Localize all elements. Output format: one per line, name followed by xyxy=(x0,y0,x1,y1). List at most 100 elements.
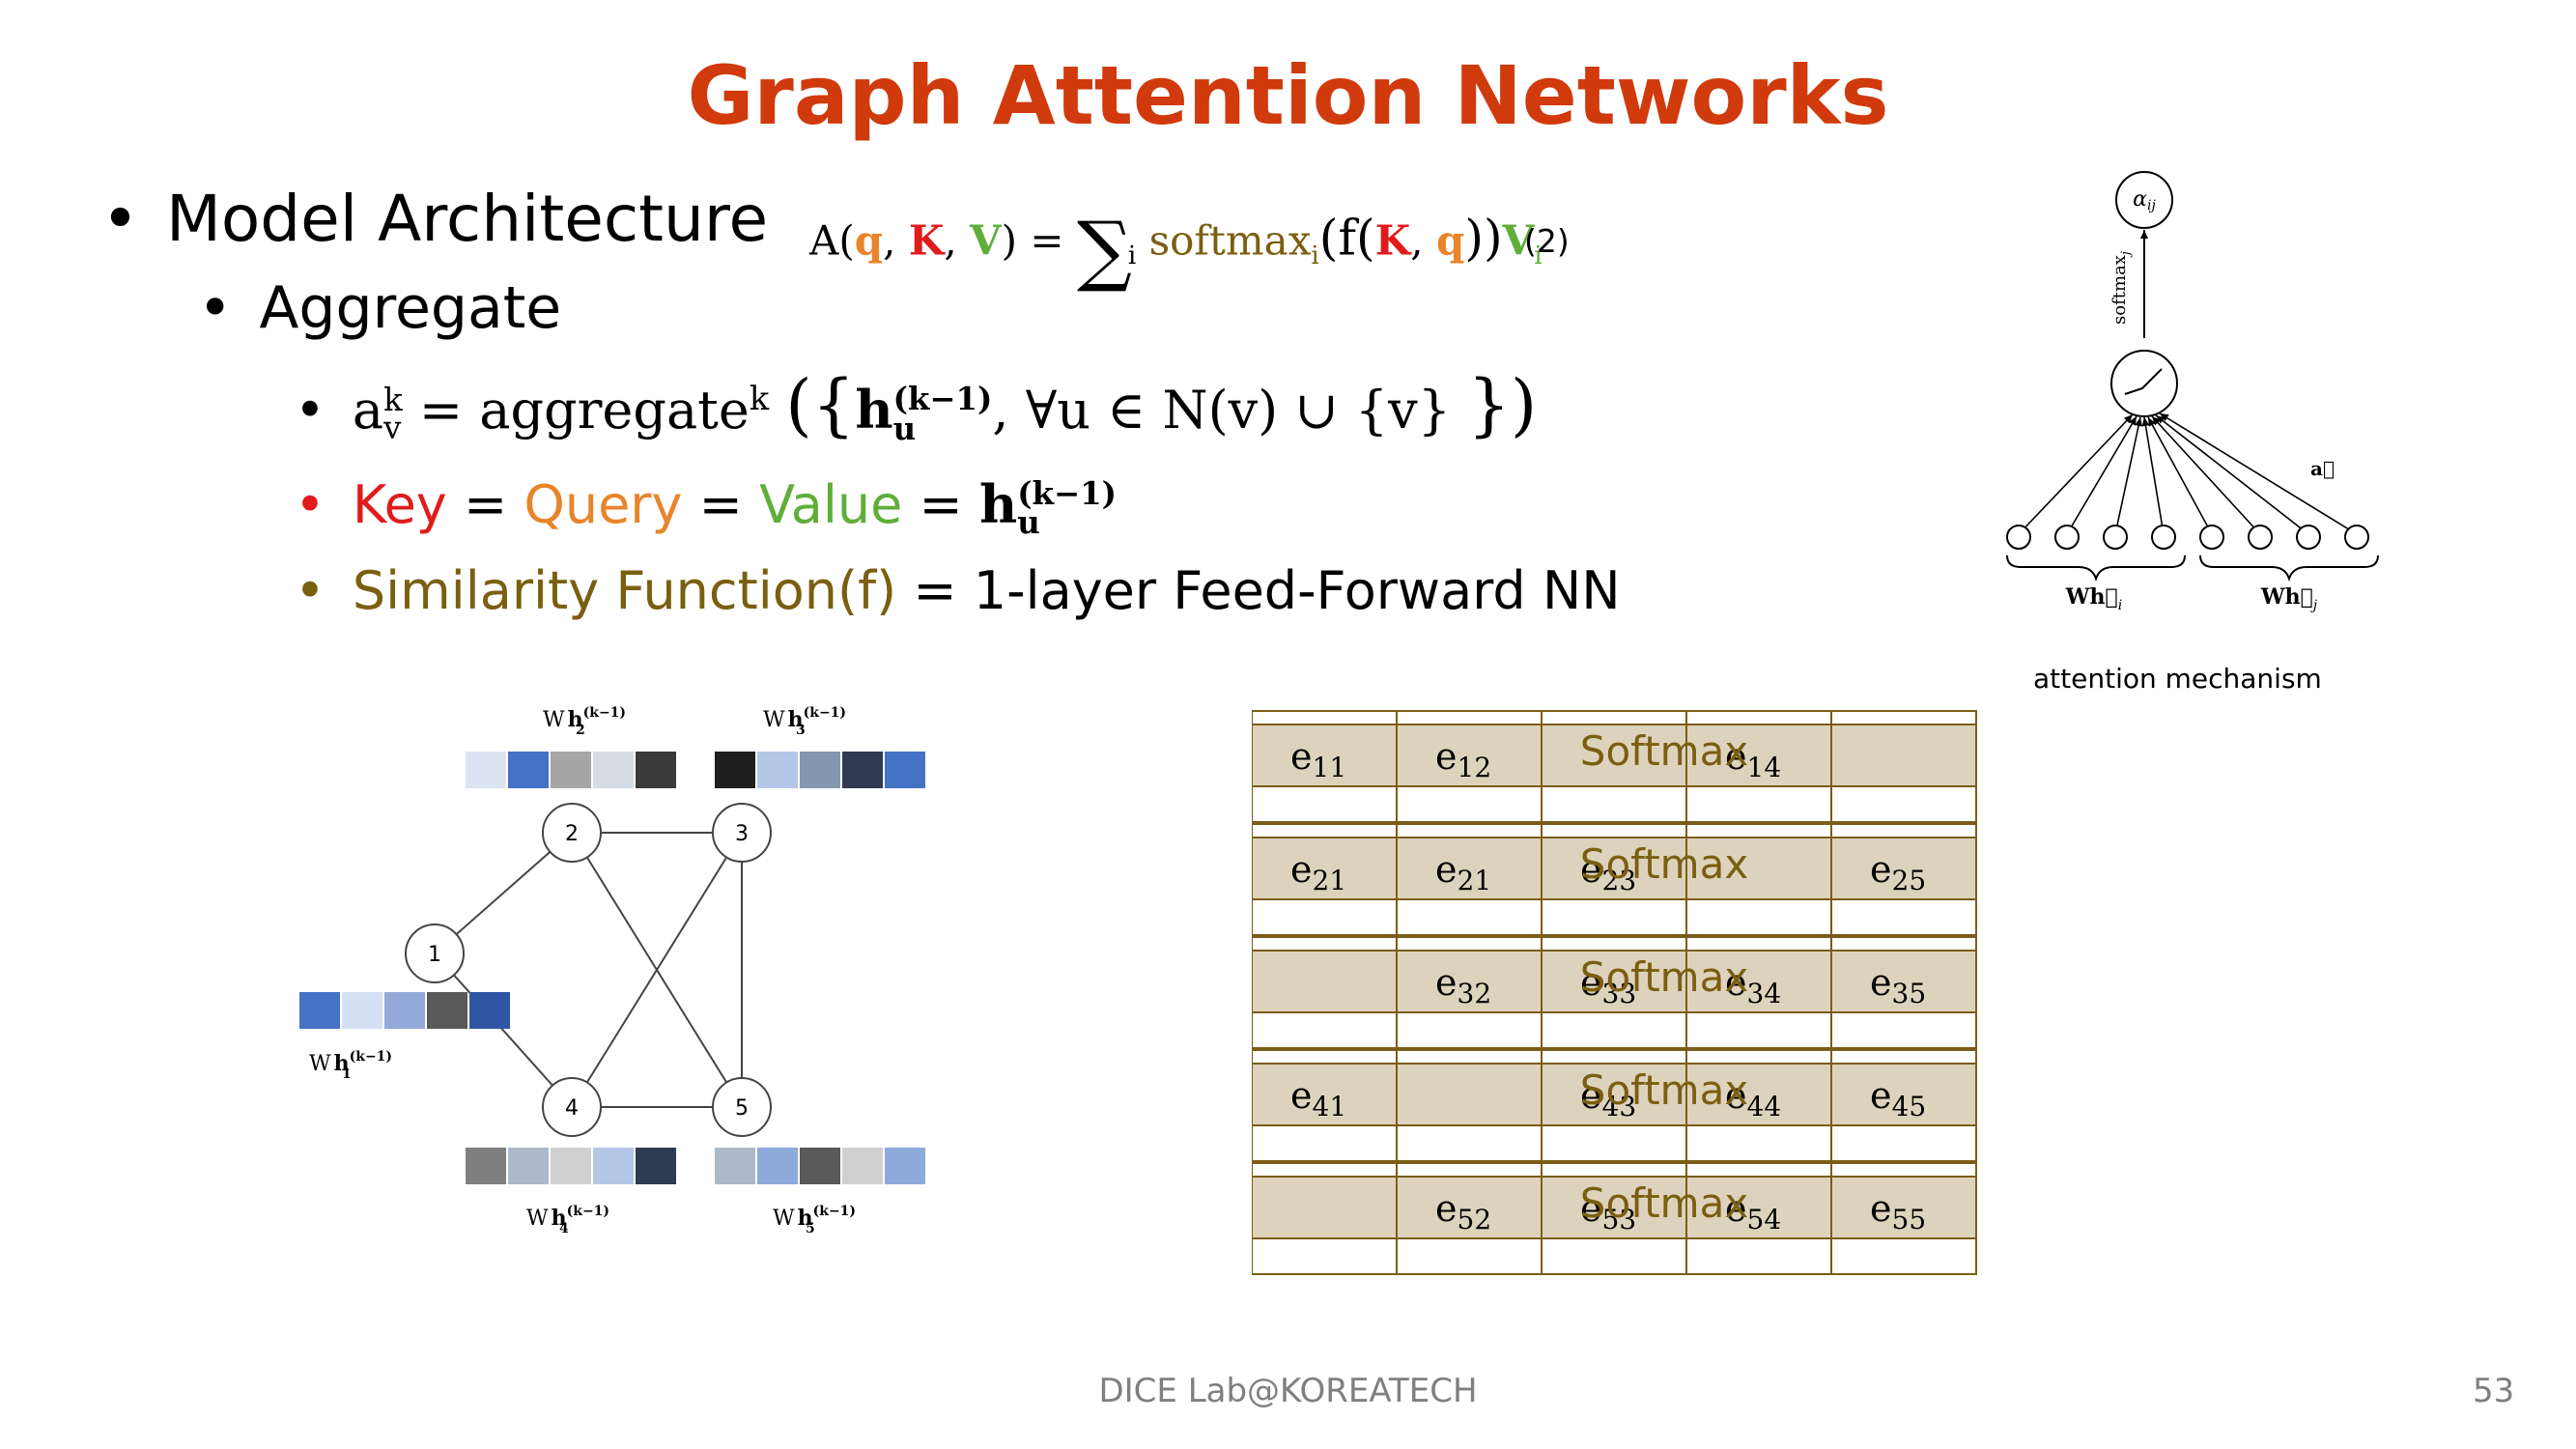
bullet-similarity: •Similarity Function(f) = 1-layer Feed-F… xyxy=(295,560,1621,621)
vector-cell xyxy=(469,992,510,1029)
matrix-cell-value: e32 xyxy=(1435,961,1491,1009)
key-label: Key xyxy=(352,474,447,535)
softmax-j-label: softmaxj xyxy=(2109,251,2134,325)
matrix-row xyxy=(1251,837,1977,900)
activation-node xyxy=(2110,350,2178,417)
attention-formula: A(q, K, V) = ∑i softmaxi(f(K, q))Vi xyxy=(809,205,1543,295)
graph-node-5: 5 xyxy=(712,1077,772,1137)
vector-label-sub-2: 2 xyxy=(576,723,585,738)
matrix-cell-value: e33 xyxy=(1580,961,1636,1009)
equals-sign: = xyxy=(698,474,743,535)
softmax-overlay-label: Softmax xyxy=(1580,953,1748,1001)
matrix-row-divider xyxy=(1251,823,1977,838)
vector-cell xyxy=(715,1148,755,1184)
bullet-kqv: •Key = Query = Value = h(k−1)u xyxy=(295,473,1117,538)
matrix-cell-value: e45 xyxy=(1870,1074,1926,1122)
matrix-spacer-row xyxy=(1251,1011,1977,1049)
brace-right xyxy=(2199,554,2379,582)
softmax-overlay-label: Softmax xyxy=(1580,840,1748,888)
graph-node-4: 4 xyxy=(542,1077,602,1137)
similarity-label: Similarity Function(f) xyxy=(352,560,897,621)
formula-h: h xyxy=(855,379,893,440)
matrix-cell-value: e41 xyxy=(1290,1074,1346,1122)
matrix-spacer-row xyxy=(1251,1237,1977,1275)
formula-a-sub: v xyxy=(383,410,402,446)
slide-title: Graph Attention Networks xyxy=(687,48,1889,143)
vector-cell xyxy=(593,1148,634,1184)
matrix-spacer-row xyxy=(1251,898,1977,936)
vi-sub: i xyxy=(1534,242,1543,271)
svg-text:3: 3 xyxy=(735,822,749,846)
matrix-cell-value: e52 xyxy=(1435,1187,1491,1236)
kqv-h: h xyxy=(978,473,1018,535)
formula-f-close: )) xyxy=(1464,209,1503,267)
vector-cell xyxy=(800,1148,840,1184)
vector-label-sub-1: 1 xyxy=(342,1066,352,1082)
formula-v: V xyxy=(970,216,1002,265)
wh-j-label: Wh⃗j xyxy=(2260,584,2318,613)
vector-cell xyxy=(715,752,755,788)
formula-h-sup: (k−1) xyxy=(892,381,993,418)
matrix-cell-value: e54 xyxy=(1725,1187,1781,1236)
svg-text:4: 4 xyxy=(565,1096,579,1121)
formula-h-scripts: (k−1)u xyxy=(893,384,993,444)
vector-cell xyxy=(885,752,925,788)
kqv-h-sup: (k−1) xyxy=(1017,474,1117,512)
matrix-cell-value: e35 xyxy=(1870,961,1926,1009)
matrix-cell-value: e53 xyxy=(1580,1187,1636,1236)
matrix-row-divider xyxy=(1251,1049,1977,1065)
matrix-row-divider xyxy=(1251,936,1977,952)
brace-left xyxy=(2006,554,2186,582)
vector-cell xyxy=(885,1148,925,1184)
model-architecture-label: Model Architecture xyxy=(165,182,769,256)
vector-cell xyxy=(384,992,425,1029)
softmax-overlay-label: Softmax xyxy=(1580,1179,1748,1227)
formula-f-open: (f( xyxy=(1318,209,1375,267)
vector-cell xyxy=(636,1148,676,1184)
matrix-cell-value: e44 xyxy=(1725,1074,1781,1122)
alpha-label: αij xyxy=(2133,187,2156,213)
kqv-h-scripts: (k−1)u xyxy=(1017,474,1117,542)
page-number: 53 xyxy=(2473,1372,2515,1410)
formula-aggregate: = aggregate xyxy=(418,380,750,440)
vector-label-sub-3: 3 xyxy=(796,723,806,738)
attention-mechanism-diagram: αij softmaxj a⃗ Wh⃗i Wh⃗j xyxy=(2006,171,2379,613)
matrix-spacer-row xyxy=(1251,1124,1977,1162)
matrix-row xyxy=(1251,724,1977,787)
matrix-row xyxy=(1251,1063,1977,1126)
formula-k: K xyxy=(908,216,945,265)
formula-vi: V xyxy=(1502,216,1535,265)
vector-cell xyxy=(427,992,467,1029)
kqv-h-sub: u xyxy=(1017,504,1040,542)
formula-k: K xyxy=(1374,216,1411,265)
formula-a-sup: k xyxy=(383,381,403,418)
svg-text:5: 5 xyxy=(735,1096,749,1121)
graph-node-1: 1 xyxy=(405,923,465,983)
bullet-dot: • xyxy=(101,182,139,256)
svg-text:2: 2 xyxy=(565,822,579,846)
formula-q: q xyxy=(854,216,884,265)
input-edges xyxy=(2018,412,2358,535)
bullet-dot: • xyxy=(295,474,326,535)
formula-close-eq: ) = xyxy=(1001,216,1064,265)
equation-number: (2) xyxy=(1524,222,1570,260)
graph-nodes: 1 2 3 4 5 xyxy=(405,803,772,1137)
graph-edges xyxy=(434,832,743,1108)
vector-cell xyxy=(757,1148,798,1184)
equals-sign: = xyxy=(919,474,963,535)
similarity-rest: = 1-layer Feed-Forward NN xyxy=(913,560,1621,621)
matrix-row-divider xyxy=(1251,1162,1977,1178)
formula-softmax: softmax xyxy=(1148,216,1312,265)
matrix-row xyxy=(1251,950,1977,1013)
matrix-cell-value: e25 xyxy=(1870,848,1926,896)
vector-label-sub-4: 4 xyxy=(559,1221,569,1236)
input-nodes xyxy=(2006,525,2369,550)
aggregate-label: Aggregate xyxy=(259,274,562,342)
